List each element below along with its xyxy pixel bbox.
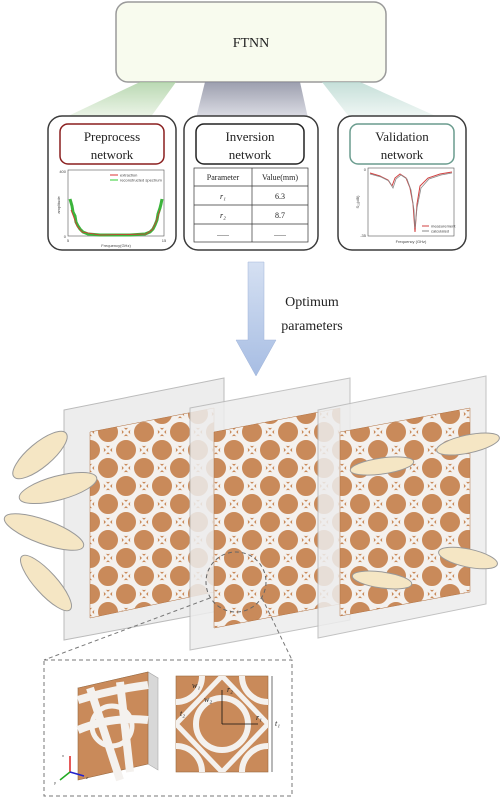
- preprocess-legend-item: extraction: [120, 173, 137, 178]
- fss-layer-2: [189, 377, 351, 651]
- card-preprocess-title-1: Preprocess: [84, 129, 140, 144]
- preprocess-curve-red: [70, 209, 161, 236]
- arrow-label-line1: Optimum: [285, 295, 339, 310]
- validation-legend-item: calculated: [431, 229, 449, 234]
- table-cell: ......: [217, 229, 229, 238]
- fss-layer-3: [317, 375, 487, 639]
- down-arrow: [235, 261, 277, 377]
- dim-w1: w₁: [192, 681, 200, 690]
- preprocess-ytick: 400: [59, 169, 66, 174]
- validation-curve-calc: [369, 172, 453, 229]
- card-preprocess: Preprocess network 400 0 amplitude 5 15 …: [47, 115, 177, 251]
- validation-ylabel: S₁₁(dB): [355, 195, 360, 209]
- table-cell: 6.3: [275, 192, 285, 201]
- axes-triad: x y z: [54, 753, 88, 785]
- dim-r1: r₁: [256, 713, 262, 722]
- beam-right: [322, 82, 440, 118]
- card-validation-title-2: network: [381, 147, 424, 162]
- table-cell: r₁: [220, 192, 226, 201]
- axis-label-z: z: [86, 775, 88, 780]
- table-cell: ......: [274, 229, 286, 238]
- table-cell: r₂: [220, 211, 226, 220]
- card-preprocess-title-2: network: [91, 147, 134, 162]
- preprocess-ylabel: amplitude: [56, 196, 61, 214]
- incident-waves: [3, 430, 98, 612]
- validation-ytick: -35: [360, 233, 367, 238]
- card-preprocess-title-box: [59, 123, 165, 165]
- card-validation-title-box: [349, 123, 455, 165]
- zoom-circle: [205, 551, 267, 613]
- preprocess-ytick: 0: [64, 234, 67, 239]
- unit-cell-2d: w₁ w₂ t₂ r₂ r₁ t₁: [175, 675, 280, 773]
- beam-middle: [196, 82, 308, 118]
- dim-r2: r₂: [227, 685, 233, 694]
- card-inversion-title-2: network: [229, 147, 272, 162]
- table-cell: 8.7: [275, 211, 285, 220]
- axis-label-x: x: [62, 753, 64, 758]
- card-inversion: Inversion network Parameter Value(mm) r₁…: [183, 115, 319, 251]
- unit-cell-3d: [76, 671, 159, 782]
- zoom-guide-right: [261, 597, 293, 661]
- transmitted-waves: [349, 432, 500, 590]
- table-header-value: Value(mm): [262, 173, 298, 182]
- card-inversion-title-box: [195, 123, 305, 165]
- arrow-label-line2: parameters: [281, 319, 342, 334]
- validation-plot-frame: [367, 167, 455, 237]
- dim-w2: w₂: [204, 695, 212, 704]
- validation-legend-item: measurement: [431, 224, 456, 229]
- ftnn-label: FTNN: [233, 36, 270, 51]
- preprocess-xtick: 15: [162, 238, 167, 243]
- preprocess-xtick: 5: [67, 238, 70, 243]
- preprocess-legend-item: reconstructed spectrum: [120, 178, 162, 183]
- validation-ytick: 0: [364, 167, 367, 172]
- parameter-table: [193, 167, 309, 243]
- preprocess-xlabel: Frequency(GHz): [101, 243, 131, 248]
- card-validation: Validation network 0 -35 S₁₁(dB) Frequen…: [337, 115, 467, 251]
- card-validation-title-1: Validation: [375, 129, 429, 144]
- card-inversion-title-1: Inversion: [225, 129, 275, 144]
- zoom-guide-left: [43, 597, 211, 661]
- table-header-parameter: Parameter: [207, 173, 240, 182]
- axis-label-y: y: [54, 780, 56, 785]
- beam-left: [64, 82, 176, 118]
- dim-t1: t₁: [275, 719, 280, 728]
- dim-t2: t₂: [180, 709, 185, 718]
- validation-xlabel: Frequency (GHz): [396, 239, 427, 244]
